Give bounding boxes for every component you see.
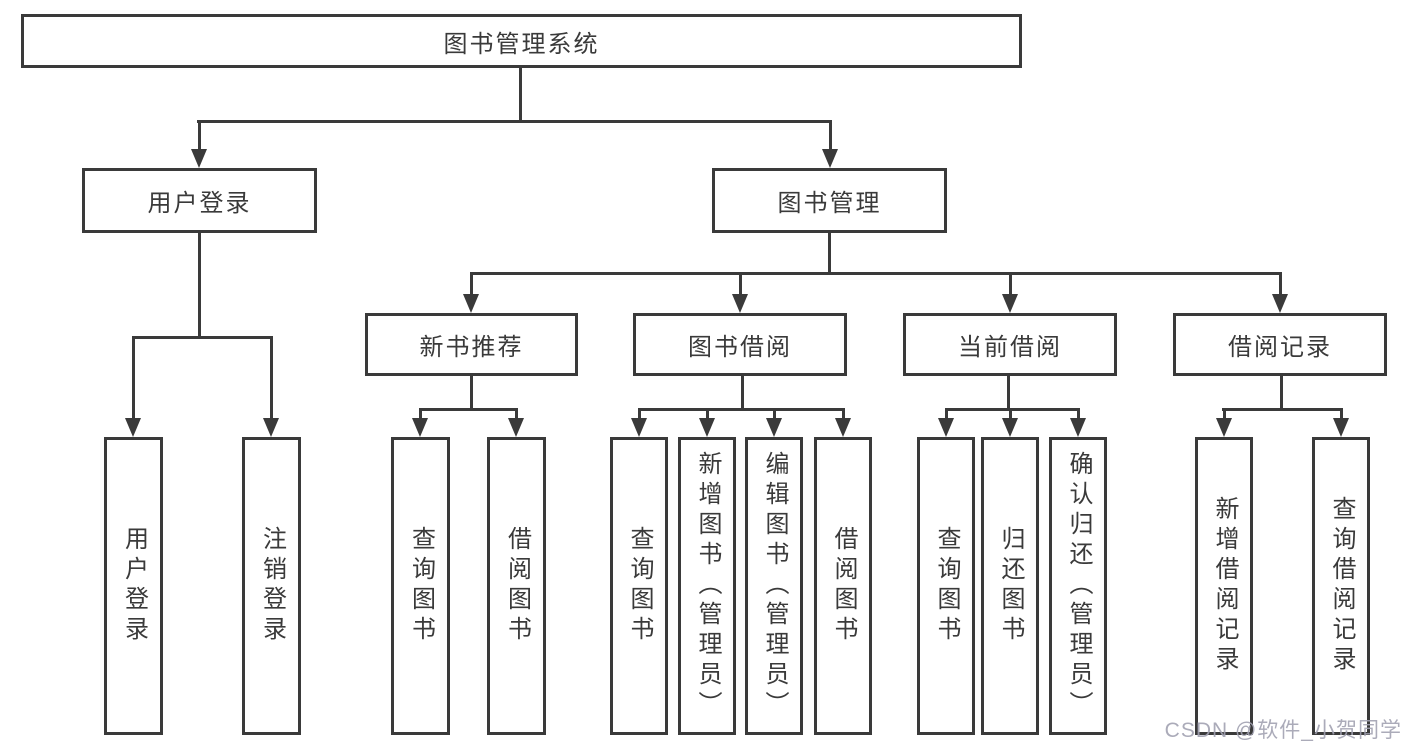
connector-line: [470, 272, 1281, 275]
node-label: 归还图书: [997, 526, 1024, 646]
connector-line: [1339, 408, 1343, 418]
node-label: 借阅记录: [1228, 334, 1332, 361]
leaf-add-borrow-record: 新增借阅记录: [1195, 437, 1253, 735]
arrowhead-icon: [412, 418, 428, 437]
node-label: 新增图书（管理员）: [694, 451, 721, 721]
connector-line: [1279, 376, 1283, 411]
arrowhead-icon: [1272, 294, 1288, 313]
connector-line: [469, 272, 473, 294]
connector-line: [740, 376, 744, 411]
connector-line: [828, 120, 832, 149]
node-label: 查询图书: [933, 526, 960, 646]
node-book-management: 图书管理: [712, 168, 947, 233]
connector-line: [827, 233, 831, 275]
arrowhead-icon: [1002, 294, 1018, 313]
connector-line: [1008, 272, 1012, 294]
arrowhead-icon: [631, 418, 647, 437]
leaf-user-login: 用户登录: [104, 437, 163, 735]
connector-line: [705, 408, 709, 418]
node-label: 查询借阅记录: [1328, 496, 1355, 676]
connector-line: [1278, 272, 1282, 294]
node-user-login: 用户登录: [82, 168, 317, 233]
arrowhead-icon: [699, 418, 715, 437]
leaf-add-books-admin: 新增图书（管理员）: [678, 437, 736, 735]
node-borrowing-records: 借阅记录: [1173, 313, 1387, 376]
leaf-confirm-return-admin: 确认归还（管理员）: [1049, 437, 1107, 735]
leaf-query-books-current: 查询图书: [917, 437, 975, 735]
arrowhead-icon: [835, 418, 851, 437]
connector-line: [132, 336, 273, 339]
node-label: 查询图书: [407, 526, 435, 646]
node-label: 用户登录: [120, 526, 148, 646]
connector-line: [944, 408, 948, 418]
connector-line: [518, 68, 522, 123]
connector-line: [1222, 408, 1226, 418]
node-library-management-system: 图书管理系统: [21, 14, 1022, 68]
leaf-query-books-recommend: 查询图书: [391, 437, 450, 735]
connector-line: [269, 336, 273, 418]
node-label: 图书管理: [777, 190, 882, 217]
leaf-query-books-borrow: 查询图书: [610, 437, 668, 735]
connector-line: [1008, 408, 1012, 418]
node-label: 图书管理系统: [443, 30, 600, 58]
leaf-borrow-books: 借阅图书: [814, 437, 872, 735]
node-current-borrowing: 当前借阅: [903, 313, 1117, 376]
node-label: 借阅图书: [830, 526, 857, 646]
node-label: 当前借阅: [958, 334, 1062, 361]
leaf-return-books: 归还图书: [981, 437, 1039, 735]
node-label: 注销登录: [258, 526, 286, 646]
connector-line: [197, 233, 201, 339]
connector-line: [638, 408, 844, 411]
connector-line: [1222, 408, 1343, 411]
arrowhead-icon: [125, 418, 141, 437]
node-label: 图书借阅: [688, 334, 792, 361]
connector-line: [131, 336, 135, 418]
leaf-borrow-books-recommend: 借阅图书: [487, 437, 546, 735]
connector-line: [197, 120, 201, 149]
node-new-book-recommendation: 新书推荐: [365, 313, 578, 376]
connector-line: [841, 408, 845, 418]
arrowhead-icon: [263, 418, 279, 437]
connector-line: [514, 408, 518, 418]
arrowhead-icon: [766, 418, 782, 437]
connector-line: [418, 408, 422, 418]
node-label: 借阅图书: [503, 526, 531, 646]
connector-line: [772, 408, 776, 418]
connector-line: [419, 408, 518, 411]
connector-line: [637, 408, 641, 418]
arrowhead-icon: [822, 149, 838, 168]
arrowhead-icon: [1070, 418, 1086, 437]
connector-line: [1076, 408, 1080, 418]
watermark: CSDN @软件_小贺同学: [1164, 719, 1402, 742]
arrowhead-icon: [508, 418, 524, 437]
node-label: 新书推荐: [419, 334, 524, 361]
arrowhead-icon: [732, 294, 748, 313]
arrowhead-icon: [1333, 418, 1349, 437]
node-label: 编辑图书（管理员）: [761, 451, 788, 721]
connector-line: [197, 120, 832, 123]
arrowhead-icon: [1216, 418, 1232, 437]
connector-line: [738, 272, 742, 294]
leaf-query-borrow-record: 查询借阅记录: [1312, 437, 1370, 735]
node-label: 查询图书: [626, 526, 653, 646]
leaf-logout: 注销登录: [242, 437, 301, 735]
arrowhead-icon: [938, 418, 954, 437]
connector-line: [945, 408, 1080, 411]
arrowhead-icon: [191, 149, 207, 168]
node-label: 确认归还（管理员）: [1065, 451, 1092, 721]
connector-line: [469, 376, 473, 411]
connector-line: [1006, 376, 1010, 411]
node-label: 新增借阅记录: [1211, 496, 1238, 676]
node-label: 用户登录: [147, 190, 252, 217]
leaf-edit-books-admin: 编辑图书（管理员）: [745, 437, 803, 735]
arrowhead-icon: [1002, 418, 1018, 437]
node-book-borrowing: 图书借阅: [633, 313, 847, 376]
arrowhead-icon: [463, 294, 479, 313]
